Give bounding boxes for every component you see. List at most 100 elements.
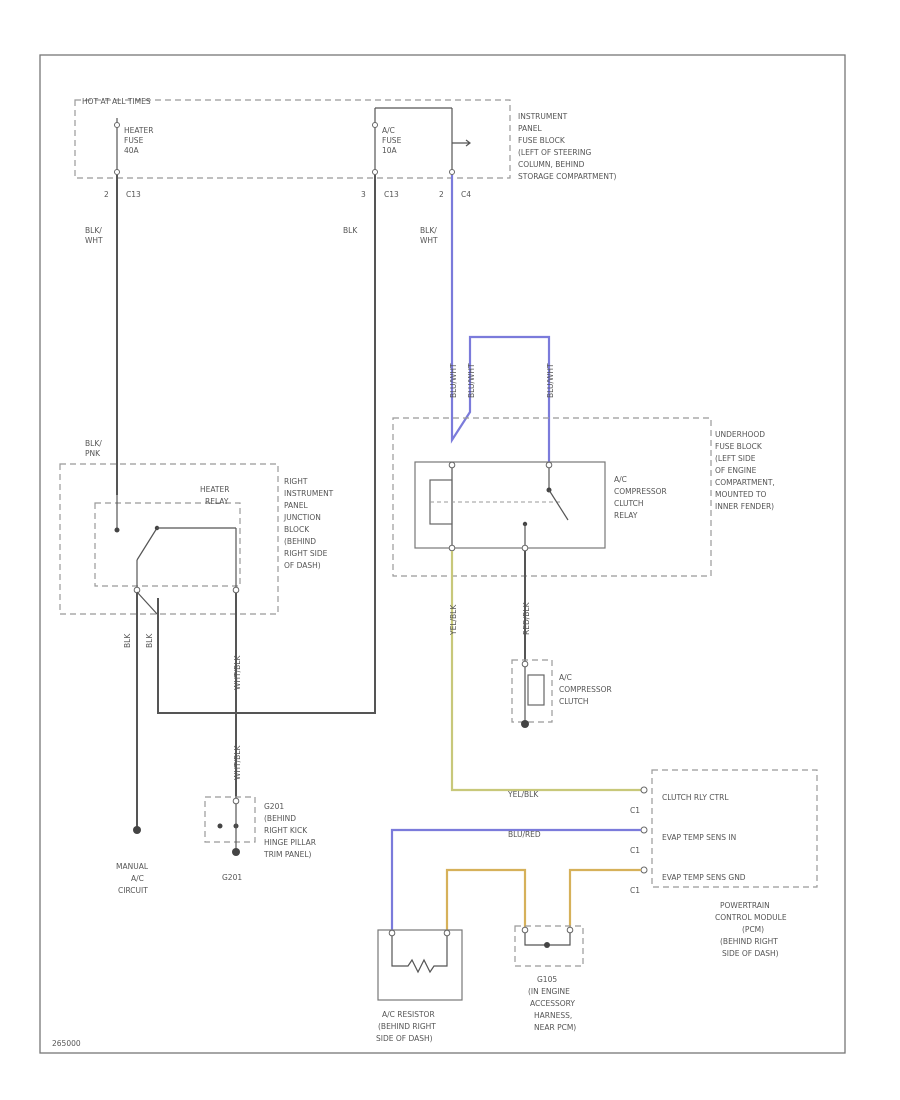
svg-text:PANEL: PANEL [518, 124, 543, 133]
wire-label-blk-wht-1b: WHT [85, 236, 103, 245]
g201-label: G201 [222, 873, 242, 882]
wire-label-wht-blk-b: WHT/BLK [233, 745, 242, 780]
ac-fuse: A/C FUSE 10A [372, 107, 471, 175]
g201-splice-label: G201 (BEHIND RIGHT KICK HINGE PILLAR TRI… [263, 802, 316, 859]
heater-relay-label-2: RELAY [205, 497, 229, 506]
wire-label-blu-b: BLU/WHT [467, 363, 476, 398]
manual-ac-circuit-label: MANUAL A/C CIRCUIT [116, 862, 149, 895]
ripjb-box [59, 463, 279, 615]
svg-text:COMPRESSOR: COMPRESSOR [559, 685, 612, 694]
ac-resistor-box [377, 929, 463, 1001]
wire-label-yel-blk-h: YEL/BLK [507, 790, 539, 799]
svg-text:COLUMN, BEHIND: COLUMN, BEHIND [518, 160, 585, 169]
pcm-conn-3: C1 [630, 886, 640, 895]
wire-label-blk-pnk-a: BLK/ [85, 439, 102, 448]
svg-text:(BEHIND RIGHT: (BEHIND RIGHT [378, 1022, 436, 1031]
wire-blu-loop [450, 335, 551, 465]
wire-label-red-blk: RED/BLK [522, 601, 531, 635]
figure-code: 265000 [52, 1039, 81, 1048]
heater-relay-box [94, 502, 241, 587]
hot-at-all-times-label: HOT AT ALL TIMES [82, 97, 151, 106]
svg-text:RELAY: RELAY [614, 511, 638, 520]
svg-text:RIGHT KICK: RIGHT KICK [264, 826, 308, 835]
svg-text:BLOCK: BLOCK [284, 525, 310, 534]
wire-label-blu-a: BLU/WHT [449, 363, 458, 398]
ripjb-label: RIGHT INSTRUMENT PANEL JUNCTION BLOCK (B… [283, 477, 334, 570]
ac-fuse-line3: 10A [382, 146, 398, 155]
svg-text:UNDERHOOD: UNDERHOOD [715, 430, 765, 439]
svg-text:A/C: A/C [614, 475, 627, 484]
svg-text:HARNESS,: HARNESS, [534, 1011, 572, 1020]
pcm-pin-evap-sens-gnd: EVAP TEMP SENS GND [662, 873, 746, 882]
pcm-conn-1: C1 [630, 806, 640, 815]
wire-label-yel-blk: YEL/BLK [449, 604, 458, 636]
pin-ac-fuse: 3 [361, 190, 366, 199]
ac-fuse-line1: A/C [382, 126, 395, 135]
g201-splice-box [204, 796, 256, 843]
wire-clutch-rly-ctrl [450, 551, 642, 792]
conn-ac-fuse: C13 [384, 190, 399, 199]
svg-text:MOUNTED TO: MOUNTED TO [715, 490, 767, 499]
ufb-box [392, 417, 712, 577]
svg-text:(BEHIND RIGHT: (BEHIND RIGHT [720, 937, 778, 946]
svg-text:A/C RESISTOR: A/C RESISTOR [382, 1010, 435, 1019]
svg-text:G105: G105 [537, 975, 557, 984]
svg-text:(LEFT SIDE: (LEFT SIDE [715, 454, 756, 463]
svg-text:RIGHT SIDE: RIGHT SIDE [284, 549, 328, 558]
svg-text:NEAR PCM): NEAR PCM) [534, 1023, 576, 1032]
pin-relay-feed: 2 [439, 190, 444, 199]
svg-text:(IN ENGINE: (IN ENGINE [528, 987, 570, 996]
diagram-frame [39, 54, 846, 1054]
wire-resistor-to-g105 [445, 868, 527, 930]
ufb-label: UNDERHOOD FUSE BLOCK (LEFT SIDE OF ENGIN… [715, 430, 775, 511]
ac-clutch-box [511, 659, 553, 723]
svg-text:CLUTCH: CLUTCH [559, 697, 589, 706]
pcm-label: POWERTRAIN CONTROL MODULE (PCM) (BEHIND … [715, 901, 787, 958]
conn-heater-fuse: C13 [126, 190, 141, 199]
svg-text:OF ENGINE: OF ENGINE [715, 466, 757, 475]
svg-text:TRIM PANEL): TRIM PANEL) [263, 850, 312, 859]
svg-text:CIRCUIT: CIRCUIT [118, 886, 148, 895]
svg-text:INNER FENDER): INNER FENDER) [715, 502, 774, 511]
svg-text:INSTRUMENT: INSTRUMENT [284, 489, 334, 498]
wire-label-blk-wht-3a: BLK/ [420, 226, 437, 235]
wire-label-blk-wht-1a: BLK/ [85, 226, 102, 235]
g201-ground-node [232, 848, 240, 856]
ac-relay-label: A/C COMPRESSOR CLUTCH RELAY [614, 475, 667, 520]
pcm-conn-2: C1 [630, 846, 640, 855]
svg-text:JUNCTION: JUNCTION [283, 513, 321, 522]
wire-label-blu-c: BLU/WHT [546, 363, 555, 398]
svg-text:COMPRESSOR: COMPRESSOR [614, 487, 667, 496]
wire-evap-sens-in [390, 828, 641, 930]
wire-ac-feed [157, 175, 376, 714]
svg-text:A/C: A/C [559, 673, 572, 682]
ac-resistor-label: A/C RESISTOR (BEHIND RIGHT SIDE OF DASH) [376, 1010, 436, 1043]
wire-evap-sens-gnd [568, 868, 641, 928]
heater-fuse: HEATER FUSE 40A [114, 118, 153, 175]
wire-label-wht-blk-a: WHT/BLK [233, 655, 242, 690]
wire-label-blk-b: BLK [145, 633, 154, 648]
svg-text:INSTRUMENT: INSTRUMENT [518, 112, 568, 121]
svg-text:(BEHIND: (BEHIND [264, 814, 296, 823]
svg-text:COMPARTMENT,: COMPARTMENT, [715, 478, 775, 487]
wire-label-blk-pnk-b: PNK [85, 449, 101, 458]
pcm-pin-clutch-rly-ctrl: CLUTCH RLY CTRL [662, 793, 729, 802]
heater-fuse-line2: FUSE [124, 136, 144, 145]
ac-relay-box [414, 461, 606, 549]
heater-fuse-line1: HEATER [124, 126, 153, 135]
ac-clutch-label: A/C COMPRESSOR CLUTCH [559, 673, 612, 706]
svg-text:HINGE PILLAR: HINGE PILLAR [264, 838, 316, 847]
svg-text:SIDE OF DASH): SIDE OF DASH) [376, 1034, 433, 1043]
pin-heater-fuse: 2 [104, 190, 109, 199]
conn-relay-feed: C4 [461, 190, 471, 199]
svg-text:FUSE BLOCK: FUSE BLOCK [518, 136, 566, 145]
ac-fuse-line2: FUSE [382, 136, 402, 145]
svg-text:(PCM): (PCM) [742, 925, 764, 934]
heater-relay-label-1: HEATER [200, 485, 229, 494]
ac-relay-internals [429, 461, 569, 552]
wire-label-blk-a: BLK [123, 633, 132, 648]
g105-splice [521, 926, 574, 948]
ac-resistor-element [388, 929, 451, 974]
svg-text:(BEHIND: (BEHIND [284, 537, 316, 546]
